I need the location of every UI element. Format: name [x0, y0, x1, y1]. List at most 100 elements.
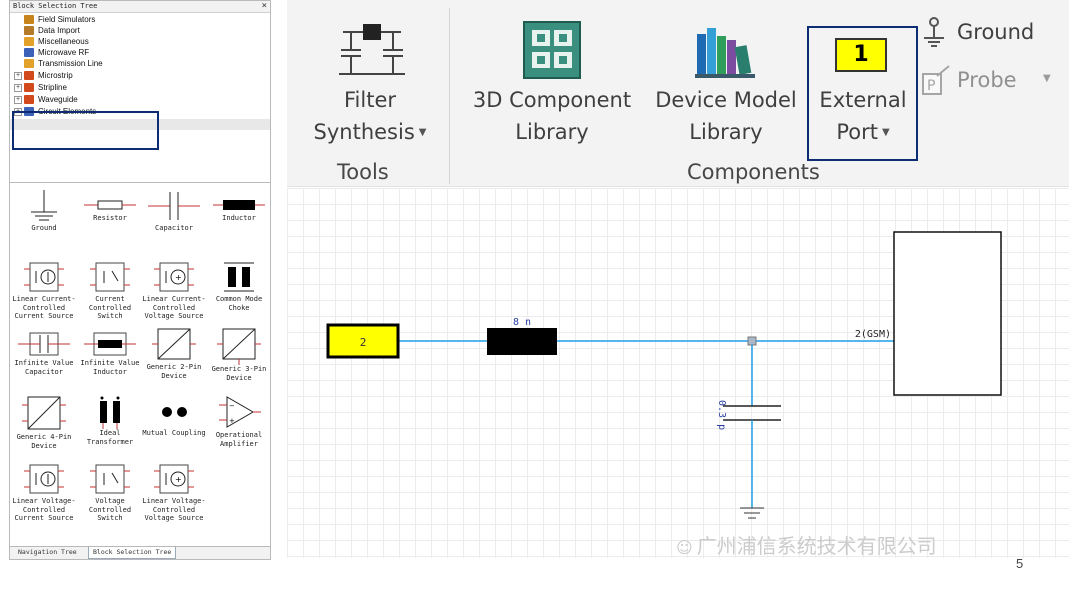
palette-mutual-coupling[interactable]: Mutual Coupling [141, 395, 207, 438]
svg-text:P: P [927, 78, 935, 94]
palette-voltage-switch[interactable]: Voltage Controlled Switch [77, 461, 143, 523]
inductor-symbol-icon [213, 200, 265, 210]
palette-generic-3pin[interactable]: Generic 3-Pin Device [206, 325, 272, 382]
tree-item-data-import[interactable]: Data Import [24, 25, 80, 36]
probe-button[interactable]: P Probe ▼ [921, 64, 1061, 100]
palette-infinite-capacitor[interactable]: Infinite Value Capacitor [11, 329, 77, 376]
ground-label: Ground [957, 20, 1035, 44]
choke-icon [224, 262, 254, 292]
expand-icon[interactable]: + [14, 95, 22, 104]
tree-item-label: Microwave RF [38, 48, 90, 57]
close-icon[interactable]: × [261, 1, 267, 11]
chevron-down-icon[interactable]: ▼ [881, 127, 890, 138]
chevron-down-icon[interactable]: ▼ [1043, 73, 1051, 84]
palette-capacitor[interactable]: Capacitor [141, 188, 207, 233]
device-pin-label: 2(GSM) [855, 329, 891, 340]
ground-icon [924, 17, 944, 47]
palette-label: Voltage Controlled Switch [88, 497, 132, 522]
tree-item-field-simulators[interactable]: Field Simulators [24, 14, 95, 25]
rf-icon [24, 48, 34, 57]
palette-infinite-inductor[interactable]: Infinite Value Inductor [77, 329, 143, 376]
palette-generic-4pin[interactable]: Generic 4-Pin Device [11, 393, 77, 450]
tree-item-label: Field Simulators [38, 15, 96, 24]
watermark: ☺广州浦信系统技术有限公司 [676, 530, 937, 559]
generic-device-block[interactable] [893, 231, 1002, 396]
chevron-down-icon[interactable]: ▼ [418, 127, 427, 138]
generic-device-icon [152, 328, 196, 360]
tree-selection-highlight [10, 119, 270, 130]
folder-icon [24, 15, 34, 24]
tree-item-waveguide[interactable]: + Waveguide [14, 94, 78, 105]
schematic-canvas[interactable]: 2 8 n 0.3 p 2(GSM) [287, 188, 1069, 558]
tree-item-stripline[interactable]: + Stripline [14, 82, 67, 93]
schematic-drawing: 2 8 n 0.3 p 2(GSM) [326, 231, 1002, 519]
palette-generic-2pin[interactable]: Generic 2-Pin Device [141, 325, 207, 380]
tree-item-label: Miscellaneous [38, 37, 89, 46]
folder-icon [24, 37, 34, 46]
palette-label: Operational Amplifier [215, 431, 263, 448]
block-tree: Field Simulators Data Import Miscellaneo… [10, 14, 270, 180]
wechat-icon: ☺ [676, 538, 693, 557]
palette-label: Linear Voltage- Controlled Current Sourc… [12, 497, 76, 522]
palette-current-switch[interactable]: Current Controlled Switch [77, 259, 143, 321]
component-palette: Ground Resistor Capacitor Inductor [10, 182, 270, 542]
expand-icon[interactable]: + [14, 71, 22, 80]
tree-item-transmission-line[interactable]: Transmission Line [24, 58, 103, 69]
palette-ideal-transformer[interactable]: Ideal Transformer [77, 395, 143, 446]
palette-op-amp[interactable]: −+ Operational Amplifier [206, 393, 272, 448]
page-number: 5 [1016, 556, 1024, 571]
generic-device-icon [217, 328, 261, 365]
svg-text:+: + [175, 273, 182, 282]
filter-icon [339, 24, 405, 75]
device-model-library-button[interactable]: Device Model Library [645, 10, 807, 150]
group-label-tools: Tools [337, 160, 389, 184]
palette-vccs[interactable]: Linear Voltage- Controlled Current Sourc… [11, 461, 77, 523]
tree-item-label: Stripline [38, 83, 67, 92]
palette-label: Capacitor [155, 224, 193, 232]
tree-item-miscellaneous[interactable]: Miscellaneous [24, 36, 89, 47]
tree-item-microwave-rf[interactable]: Microwave RF [24, 47, 89, 58]
palette-ground[interactable]: Ground [11, 188, 77, 233]
ground-symbol[interactable] [740, 507, 764, 519]
external-port-button[interactable]: 1 External Port▼ [809, 10, 917, 150]
3d-component-library-button[interactable]: 3D Component Library [463, 10, 641, 150]
external-port-symbol[interactable] [326, 323, 400, 359]
inductor-symbol[interactable] [487, 328, 557, 355]
voltage-source-icon: + [154, 262, 194, 292]
palette-label: Current Controlled Switch [88, 295, 132, 320]
tree-item-label: Waveguide [38, 95, 78, 104]
palette-resistor[interactable]: Resistor [77, 196, 143, 223]
folder-icon [24, 71, 34, 80]
port-number-icon: 1 [835, 38, 887, 72]
current-source-icon [24, 262, 64, 292]
device-model-library-label: Device Model [655, 88, 797, 112]
panel-title-bar: Block Selection Tree × [10, 1, 270, 13]
palette-inductor[interactable]: Inductor [206, 196, 272, 223]
palette-cccs[interactable]: Linear Current- Controlled Current Sourc… [11, 259, 77, 321]
tree-item-microstrip[interactable]: + Microstrip [14, 70, 73, 81]
filter-synthesis-label: Filter [343, 88, 396, 112]
tree-item-label: Microstrip [38, 71, 73, 80]
highlight-box [12, 111, 159, 150]
tab-block-selection-tree[interactable]: Block Selection Tree [88, 547, 177, 559]
palette-label: Linear Current- Controlled Current Sourc… [12, 295, 76, 320]
junction-node[interactable] [747, 336, 757, 346]
palette-label: Infinite Value Inductor [80, 359, 140, 376]
folder-icon [24, 59, 34, 68]
palette-vcvs[interactable]: + Linear Voltage- Controlled Voltage Sou… [141, 461, 207, 523]
palette-common-mode-choke[interactable]: Common Mode Choke [206, 259, 272, 312]
capacitor-value-label: 0.3 p [716, 400, 727, 430]
component-library-label: Library [515, 120, 589, 144]
group-label-components: Components [687, 160, 820, 184]
expand-icon[interactable]: + [14, 83, 22, 92]
folder-icon [24, 83, 34, 92]
tab-navigation-tree[interactable]: Navigation Tree [18, 548, 77, 556]
filter-synthesis-button[interactable]: Filter Synthesis▼ [305, 10, 435, 150]
palette-label: Linear Voltage- Controlled Voltage Sourc… [142, 497, 206, 522]
component-library-label: 3D Component [472, 88, 632, 112]
folder-icon [24, 95, 34, 104]
ground-button[interactable]: Ground [921, 16, 1061, 52]
svg-text:+: + [175, 475, 182, 484]
palette-ccvs[interactable]: + Linear Current- Controlled Voltage Sou… [141, 259, 207, 321]
palette-label: Ideal Transformer [86, 429, 134, 446]
